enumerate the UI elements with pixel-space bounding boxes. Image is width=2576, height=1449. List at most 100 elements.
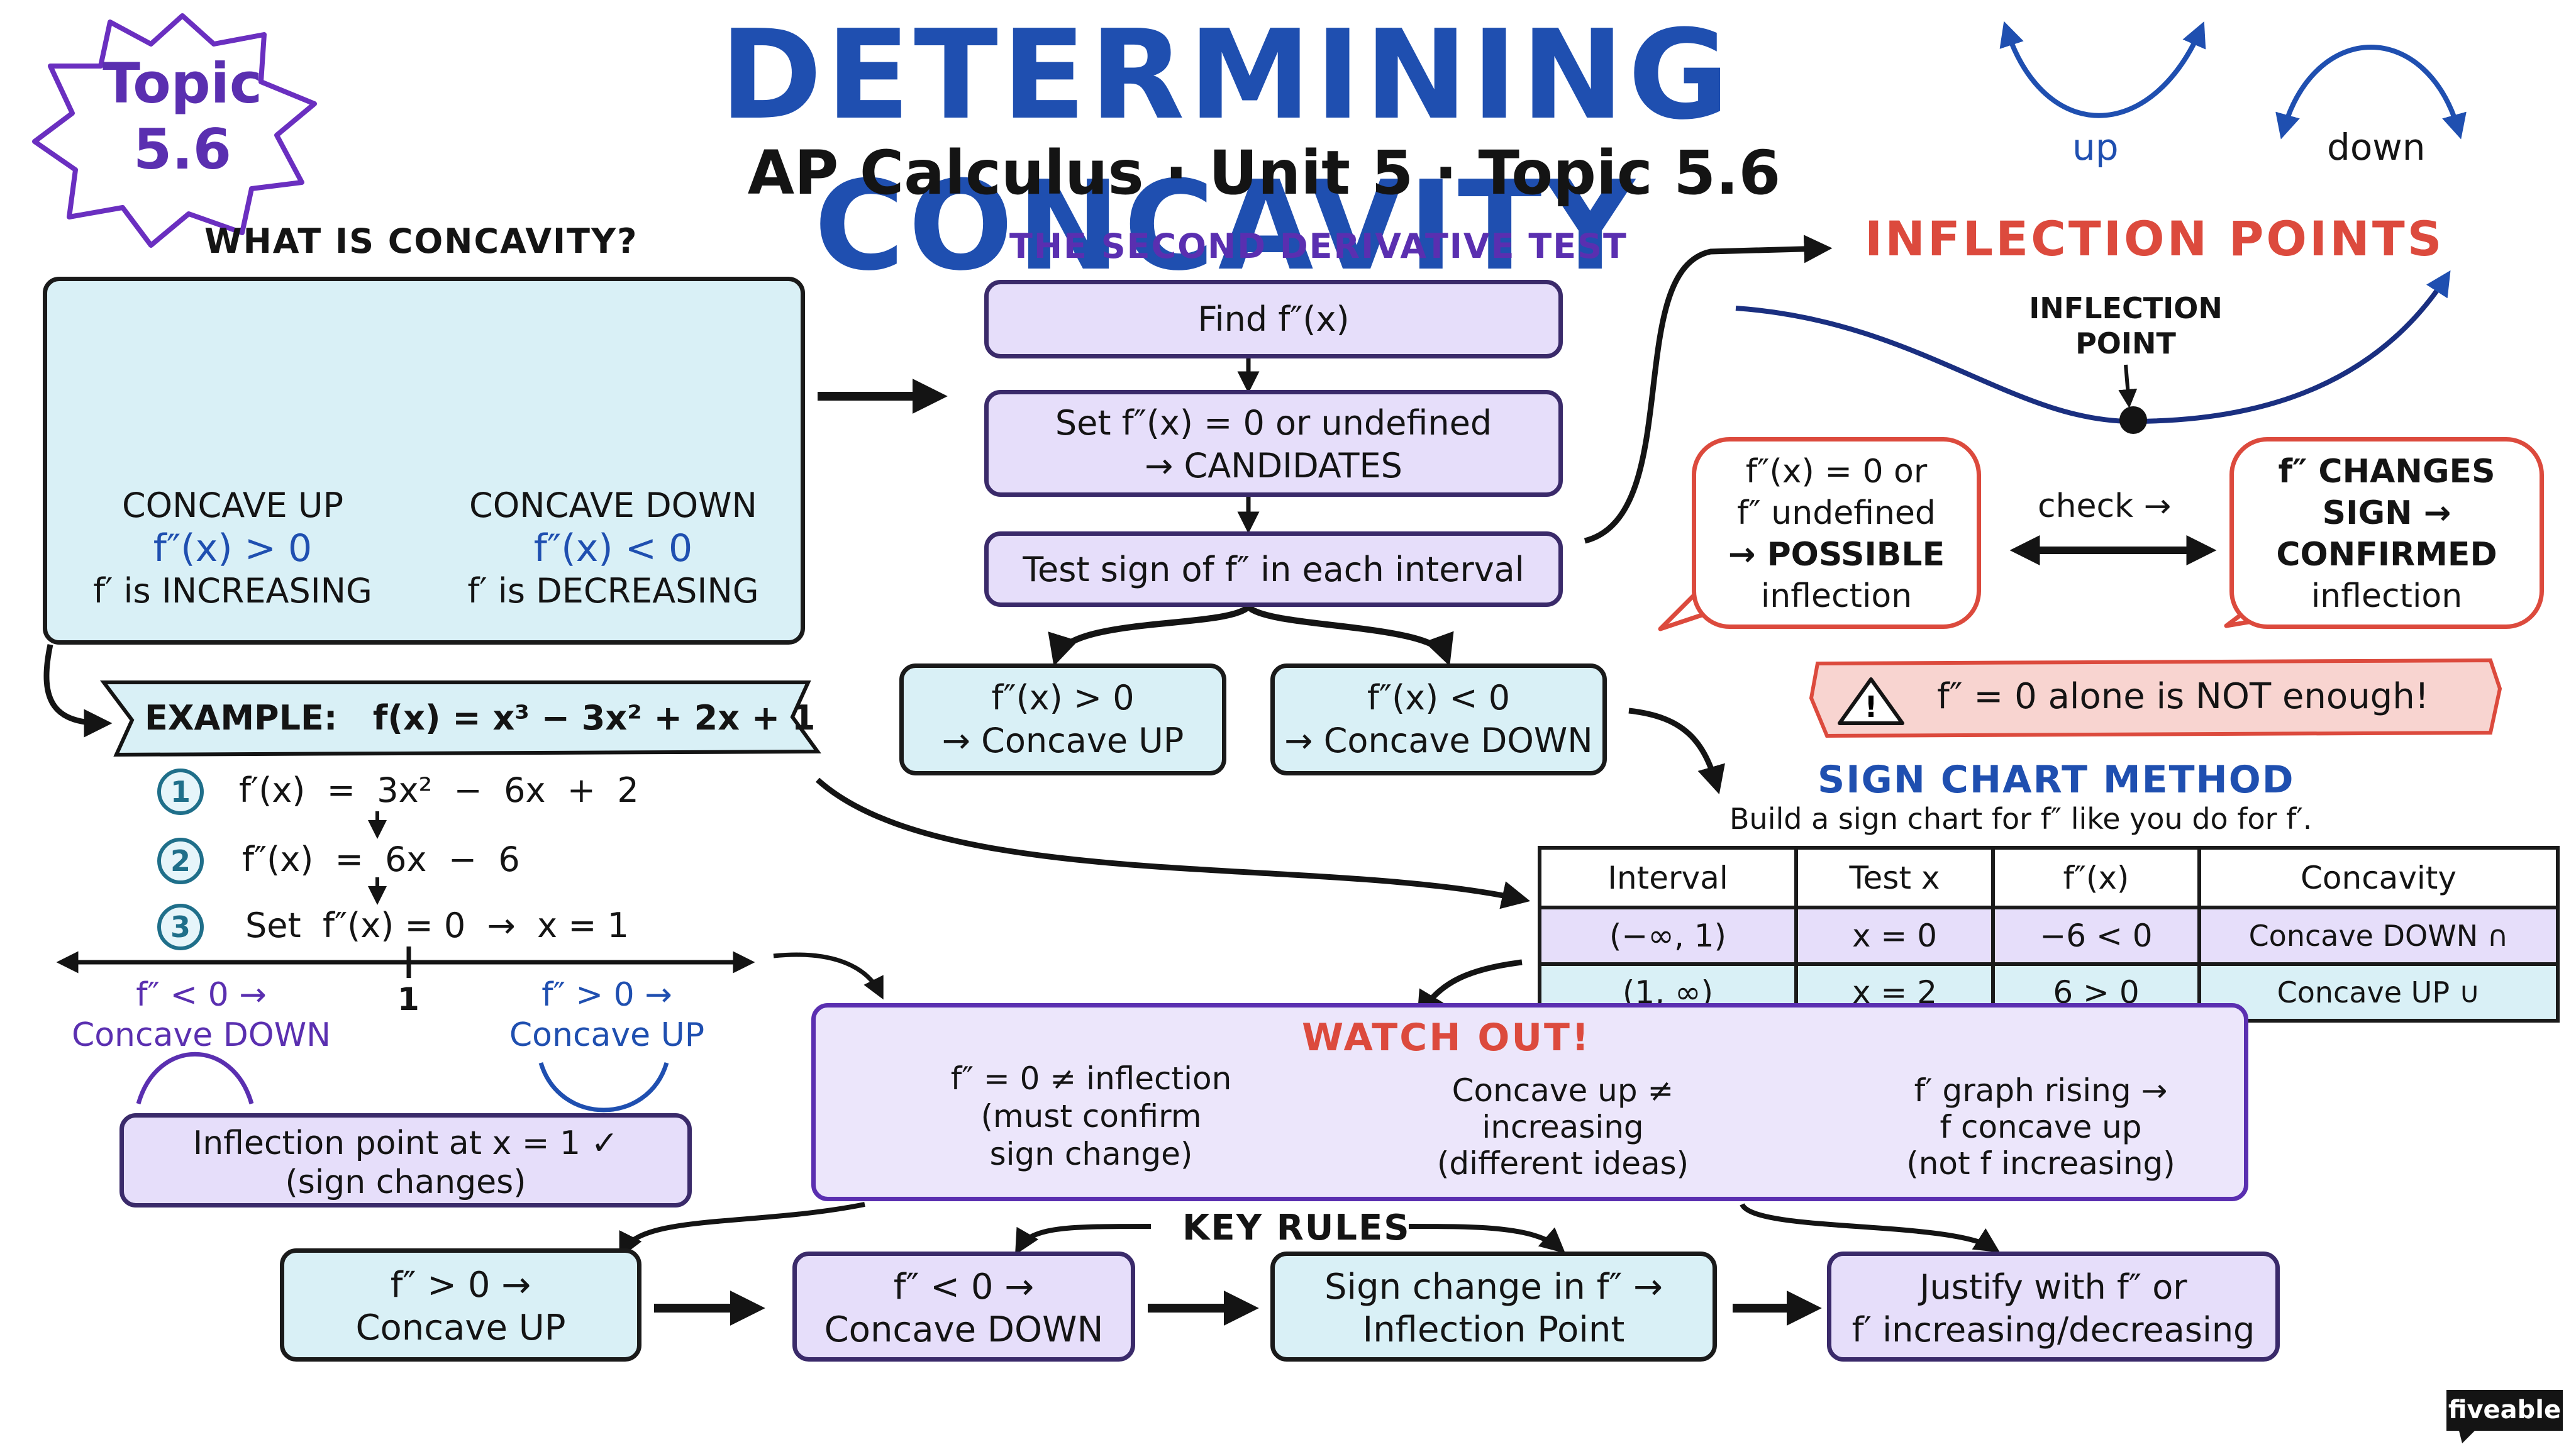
inflection-point-label: INFLECTION POINT bbox=[1994, 291, 2258, 361]
result-up-line2: → Concave UP bbox=[941, 721, 1184, 760]
example-banner-text: EXAMPLE: f(x) = x³ − 3x² + 2x + 1 bbox=[145, 698, 816, 738]
right-interval-result: Concave UP bbox=[509, 1016, 705, 1054]
topic-badge-shape bbox=[32, 13, 317, 248]
topic-badge: Topic 5.6 bbox=[82, 50, 283, 182]
possible-line2: f″ undefined bbox=[1737, 494, 1936, 532]
inflection-conclusion-box: Inflection point at x = 1 ✓ (sign change… bbox=[119, 1113, 692, 1208]
warning-banner-shape bbox=[1809, 658, 2502, 738]
right-interval-sign: f″ > 0 → bbox=[541, 976, 672, 1014]
concave-up-block: CONCAVE UP f″(x) > 0 f′ is INCREASING bbox=[69, 484, 396, 613]
result-down-line2: → Concave DOWN bbox=[1284, 721, 1593, 760]
inflection-point-label-line1: INFLECTION bbox=[2029, 291, 2223, 325]
concave-down-curve-icon bbox=[2275, 45, 2467, 140]
right-interval-label: f″ > 0 → Concave UP bbox=[484, 975, 730, 1055]
table-row: (−∞, 1) x = 0 −6 < 0 Concave DOWN ∩ bbox=[1538, 906, 2560, 966]
test-step-sign: Test sign of f″ in each interval bbox=[984, 531, 1563, 607]
column-header: f″(x) bbox=[1991, 846, 2201, 909]
key-rule-1-line2: Concave UP bbox=[355, 1307, 566, 1348]
result-concave-down: f″(x) < 0 → Concave DOWN bbox=[1270, 663, 1607, 775]
result-concave-up: f″(x) > 0 → Concave UP bbox=[899, 663, 1226, 775]
sign-chart-heading: SIGN CHART METHOD bbox=[1818, 758, 2295, 802]
watch-out-item-2-line2: increasing bbox=[1482, 1109, 1644, 1145]
sign-chart-table: Interval Test x f″(x) Concavity (−∞, 1) … bbox=[1538, 846, 2560, 1023]
confirmed-line3: CONFIRMED bbox=[2276, 536, 2497, 574]
check-label: check → bbox=[2038, 487, 2172, 525]
watch-out-item-1-line2: (must confirm bbox=[980, 1098, 1202, 1135]
watch-out-item-2: Concave up ≠ increasing (different ideas… bbox=[1418, 1072, 1707, 1182]
watch-out-item-2-line3: (different ideas) bbox=[1436, 1145, 1689, 1182]
key-rules-heading: KEY RULES bbox=[1182, 1208, 1411, 1248]
key-rule-4-line1: Justify with f″ or bbox=[1919, 1267, 2187, 1307]
confirmed-inflection-bubble: f″ CHANGES SIGN → CONFIRMED inflection bbox=[2229, 437, 2544, 629]
step-number-3: 3 bbox=[157, 904, 204, 950]
table-cell: Concave DOWN ∩ bbox=[2197, 906, 2560, 966]
page-title: DETERMINING CONCAVITY bbox=[719, 4, 1733, 298]
svg-text:!: ! bbox=[1865, 690, 1878, 724]
test-step-find: Find f″(x) bbox=[984, 280, 1563, 358]
left-interval-sign: f″ < 0 → bbox=[136, 976, 267, 1014]
example-step-1: f′(x) = 3x² − 6x + 2 bbox=[239, 770, 639, 810]
key-rule-1: f″ > 0 → Concave UP bbox=[280, 1248, 641, 1362]
watch-out-box bbox=[811, 1003, 2248, 1201]
inflection-point-dot bbox=[2119, 406, 2147, 434]
key-rule-3-line2: Inflection Point bbox=[1362, 1309, 1625, 1350]
sign-chart-header-row: Interval Test x f″(x) Concavity bbox=[1538, 846, 2560, 909]
brand-logo: fiveable bbox=[2448, 1396, 2562, 1424]
step-number-2: 2 bbox=[157, 838, 204, 884]
watch-out-item-3-line1: f′ graph rising → bbox=[1914, 1072, 2168, 1109]
key-rule-2-line1: f″ < 0 → bbox=[893, 1267, 1035, 1307]
column-header: Interval bbox=[1538, 846, 1798, 909]
key-rule-4: Justify with f″ or f′ increasing/decreas… bbox=[1827, 1252, 2280, 1362]
key-rule-2: f″ < 0 → Concave DOWN bbox=[792, 1252, 1135, 1362]
concave-down-block: CONCAVE DOWN f″(x) < 0 f′ is DECREASING bbox=[434, 484, 792, 613]
possible-inflection-bubble: f″(x) = 0 or f″ undefined → POSSIBLE inf… bbox=[1692, 437, 1981, 629]
watch-out-heading: WATCH OUT! bbox=[1302, 1016, 1591, 1060]
watch-out-item-1-line1: f″ = 0 ≠ inflection bbox=[950, 1060, 1232, 1097]
column-header: Test x bbox=[1794, 846, 1995, 909]
column-header: Concavity bbox=[2197, 846, 2560, 909]
example-banner-shape bbox=[100, 680, 821, 757]
confirmed-line4: inflection bbox=[2311, 577, 2463, 615]
key-rule-4-line2: f′ increasing/decreasing bbox=[1852, 1310, 2255, 1350]
confirmed-line2: SIGN → bbox=[2322, 494, 2451, 532]
example-step-2: f″(x) = 6x − 6 bbox=[242, 840, 520, 879]
concave-up-curve-icon bbox=[1999, 21, 2206, 118]
example-step-3: Set f″(x) = 0 → x = 1 bbox=[245, 906, 630, 945]
table-cell: −6 < 0 bbox=[1991, 906, 2201, 966]
concave-down-desc: f′ is DECREASING bbox=[467, 571, 759, 611]
table-cell: Concave UP ∪ bbox=[2197, 962, 2560, 1023]
concave-up-desc: f′ is INCREASING bbox=[93, 571, 372, 611]
conclusion-line2: (sign changes) bbox=[285, 1163, 526, 1201]
sign-chart-subheading: Build a sign chart for f″ like you do fo… bbox=[1729, 802, 2312, 836]
curve-down-label: down bbox=[2327, 126, 2426, 169]
table-cell: x = 0 bbox=[1794, 906, 1995, 966]
page-subtitle: AP Calculus · Unit 5 · Topic 5.6 bbox=[747, 138, 1781, 208]
watch-out-item-2-line1: Concave up ≠ bbox=[1452, 1072, 1674, 1109]
topic-badge-line1: Topic bbox=[102, 51, 263, 116]
watch-out-item-1-line3: sign change) bbox=[989, 1136, 1193, 1172]
step-number-1: 1 bbox=[157, 769, 204, 815]
curve-up-label: up bbox=[2072, 126, 2119, 169]
inflection-heading: INFLECTION POINTS bbox=[1865, 211, 2445, 267]
inflection-warning-text: f″ = 0 alone is NOT enough! bbox=[1937, 676, 2429, 717]
concavity-box bbox=[43, 277, 805, 645]
result-down-line1: f″(x) < 0 bbox=[1367, 678, 1511, 718]
result-up-line1: f″(x) > 0 bbox=[991, 678, 1135, 718]
watch-out-item-1: f″ = 0 ≠ inflection (must confirm sign c… bbox=[940, 1060, 1242, 1173]
test-step-set-line2: → CANDIDATES bbox=[1145, 446, 1402, 486]
watch-out-item-3-line2: f concave up bbox=[1940, 1109, 2142, 1145]
possible-line4: inflection bbox=[1760, 577, 1913, 615]
test-step-sign-label: Test sign of f″ in each interval bbox=[1023, 550, 1524, 589]
left-interval-label: f″ < 0 → Concave DOWN bbox=[69, 975, 333, 1055]
confirmed-line1: f″ CHANGES bbox=[2278, 453, 2496, 491]
key-rule-2-line2: Concave DOWN bbox=[824, 1309, 1104, 1350]
concave-up-rule: f″(x) > 0 bbox=[153, 526, 313, 570]
inflection-point-label-line2: POINT bbox=[2075, 326, 2176, 360]
possible-line1: f″(x) = 0 or bbox=[1745, 453, 1928, 491]
concave-down-title: CONCAVE DOWN bbox=[469, 486, 757, 525]
watch-out-item-3: f′ graph rising → f concave up (not f in… bbox=[1884, 1072, 2198, 1182]
possible-line3: → POSSIBLE bbox=[1728, 536, 1945, 574]
test-step-find-label: Find f″(x) bbox=[1197, 299, 1350, 339]
watch-out-item-3-line3: (not f increasing) bbox=[1906, 1145, 2175, 1182]
what-is-heading: WHAT IS CONCAVITY? bbox=[204, 221, 638, 261]
